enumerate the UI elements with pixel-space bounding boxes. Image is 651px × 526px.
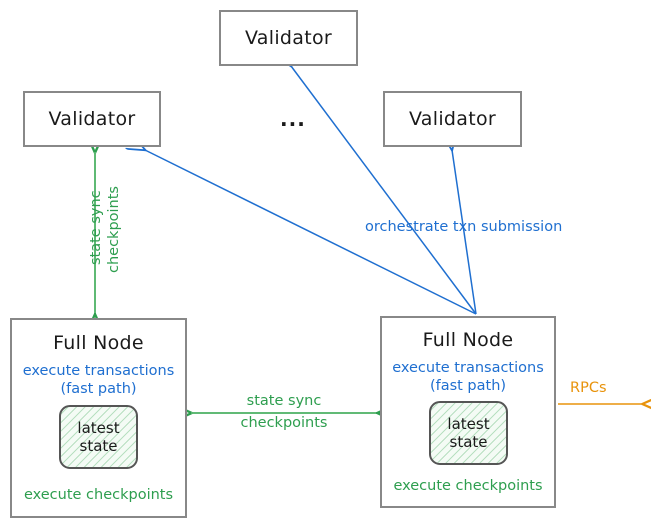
edge-label-state-sync-vertical-line1: state sync — [88, 190, 104, 265]
full-node-title-right: Full Node — [422, 329, 514, 351]
edge-label-orchestrate-txn-submission: orchestrate txn submission — [365, 219, 563, 235]
full-node-box-left[interactable]: Full Node execute transactions (fast pat… — [10, 318, 187, 518]
validator-label-right: Validator — [408, 108, 496, 130]
edge-label-state-sync-horizontal-line1: state sync — [246, 393, 322, 409]
latest-state-left-line1: latest — [77, 419, 120, 437]
full-node-title-left: Full Node — [53, 332, 144, 354]
full-node-footer-left: execute checkpoints — [23, 487, 174, 503]
edge-label-rpcs: RPCs — [570, 380, 607, 396]
full-node-footer-right: execute checkpoints — [393, 478, 543, 494]
full-node-subtitle-right-line1: execute transactions — [392, 360, 544, 376]
full-node-subtitle-left-line2: (fast path) — [60, 381, 137, 397]
validator-label-left: Validator — [48, 108, 136, 130]
full-node-subtitle-right-line2: (fast path) — [429, 378, 507, 394]
latest-state-right-line2: state — [449, 433, 488, 451]
latest-state-left-line2: state — [79, 437, 118, 455]
full-node-subtitle-left-line1: execute transactions — [22, 363, 175, 379]
validator-box-top[interactable]: Validator — [219, 10, 358, 66]
validator-box-left[interactable]: Validator — [23, 91, 161, 147]
edge-label-state-sync-vertical-line2: checkpoints — [106, 186, 122, 273]
latest-state-right-line1: latest — [447, 415, 490, 433]
latest-state-box-left[interactable]: latest state — [59, 405, 138, 469]
validators-ellipsis: ... — [280, 107, 306, 131]
full-node-box-right[interactable]: Full Node execute transactions (fast pat… — [380, 316, 556, 508]
validator-label-top: Validator — [244, 27, 332, 49]
edge-label-state-sync-horizontal-line2: checkpoints — [240, 415, 328, 431]
latest-state-box-right[interactable]: latest state — [429, 401, 508, 465]
validator-box-right[interactable]: Validator — [383, 91, 522, 147]
